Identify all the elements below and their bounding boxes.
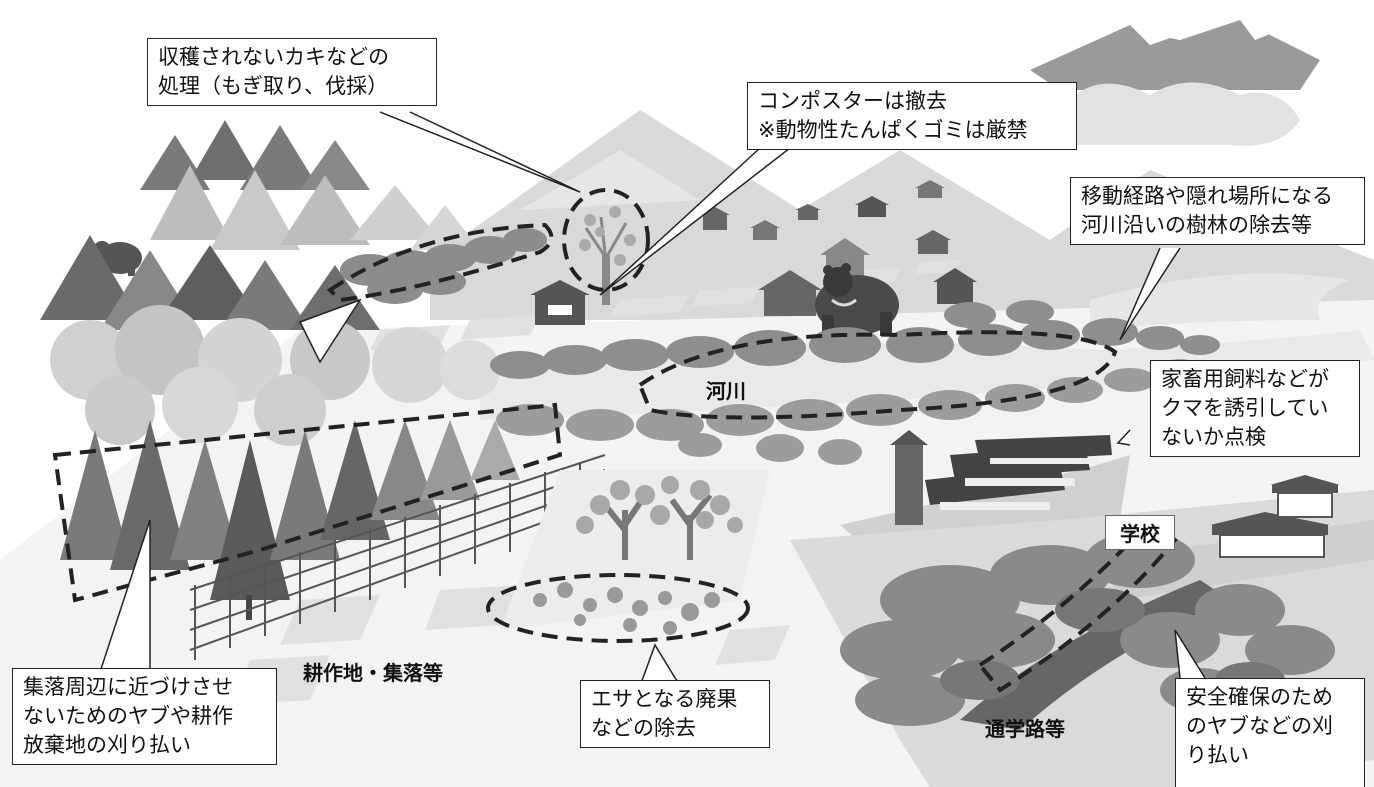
forest-front	[60, 420, 520, 620]
orchard	[500, 470, 770, 635]
label-farmland-village: 耕作地・集落等	[303, 661, 443, 685]
callout-fallen-fruit: エサとなる廃果 などの除去	[580, 680, 770, 748]
callout-brush-clearing: 集落周辺に近づけさせ ないためのヤブや耕作 放棄地の刈り払い	[12, 668, 277, 765]
callout-riverside-woodland: 移動経路や隠れ場所になる 河川沿いの樹林の除去等	[1070, 177, 1365, 245]
callout-line: ないためのヤブや耕作	[23, 704, 233, 728]
label-school-route: 通学路等	[985, 717, 1065, 741]
fence	[189, 454, 606, 660]
callout-line: などの除去	[591, 716, 696, 740]
callout-line: 放棄地の刈り払い	[23, 733, 191, 757]
persimmon-tree	[579, 206, 636, 305]
callout-persimmon-disposal: 収穫されないカキなどの 処理（もぎ取り、伐採）	[147, 38, 437, 106]
callout-composter-removal: コンポスターは撤去 ※動物性たんぱくゴミは厳禁	[747, 82, 1077, 150]
callout-line: 河川沿いの樹林の除去等	[1081, 213, 1312, 237]
callout-livestock-feed: 家畜用飼料などが クマを誘引してい ないか点検	[1150, 360, 1360, 457]
callout-line: コンポスターは撤去	[758, 89, 947, 113]
callout-line: ※動物性たんぱくゴミは厳禁	[758, 118, 1028, 142]
callout-route-safety: 安全確保のため のヤブなどの刈 り払い	[1175, 678, 1365, 787]
callout-line: クマを誘引してい	[1161, 396, 1329, 420]
bear-illustration	[815, 263, 899, 337]
callout-line: ないか点検	[1161, 425, 1266, 449]
callout-line: 安全確保のため	[1186, 685, 1333, 709]
callout-line: 収穫されないカキなどの	[158, 45, 389, 69]
label-river: 河川	[706, 379, 746, 403]
callout-line: エサとなる廃果	[591, 687, 738, 711]
label-school: 学校	[1105, 515, 1175, 550]
mountains	[430, 20, 1374, 320]
callout-line: のヤブなどの刈	[1186, 714, 1333, 738]
forest-back	[40, 120, 480, 330]
callout-line: 集落周辺に近づけさせ	[23, 675, 233, 699]
callout-pointers	[99, 111, 1206, 687]
callout-line: 家畜用飼料などが	[1161, 367, 1329, 391]
houses	[530, 180, 977, 325]
callout-line: 移動経路や隠れ場所になる	[1081, 184, 1333, 208]
riverside-shrubs	[490, 300, 1220, 465]
callout-line: 処理（もぎ取り、伐採）	[158, 74, 389, 98]
callout-line: り払い	[1186, 743, 1249, 767]
